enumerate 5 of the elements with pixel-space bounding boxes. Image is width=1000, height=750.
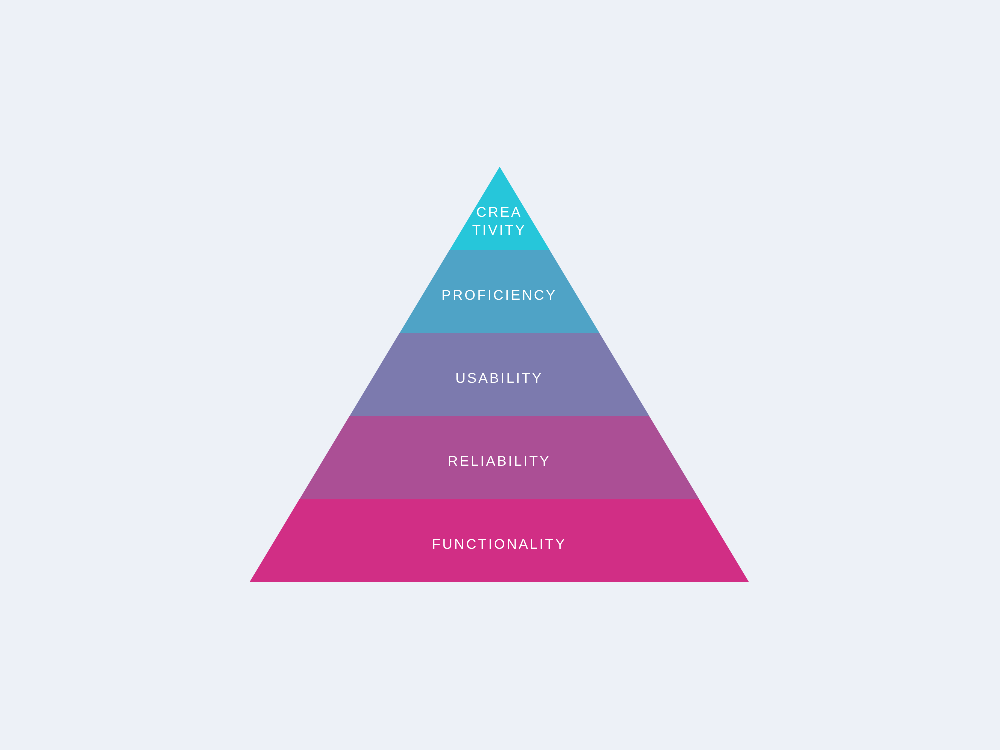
tier-label: CREA TIVITY: [472, 203, 527, 239]
tier-label: USABILITY: [456, 369, 544, 387]
tier-label: PROFICIENCY: [442, 286, 558, 304]
tier-label: RELIABILITY: [448, 452, 552, 470]
tier-label: FUNCTIONALITY: [432, 535, 567, 553]
